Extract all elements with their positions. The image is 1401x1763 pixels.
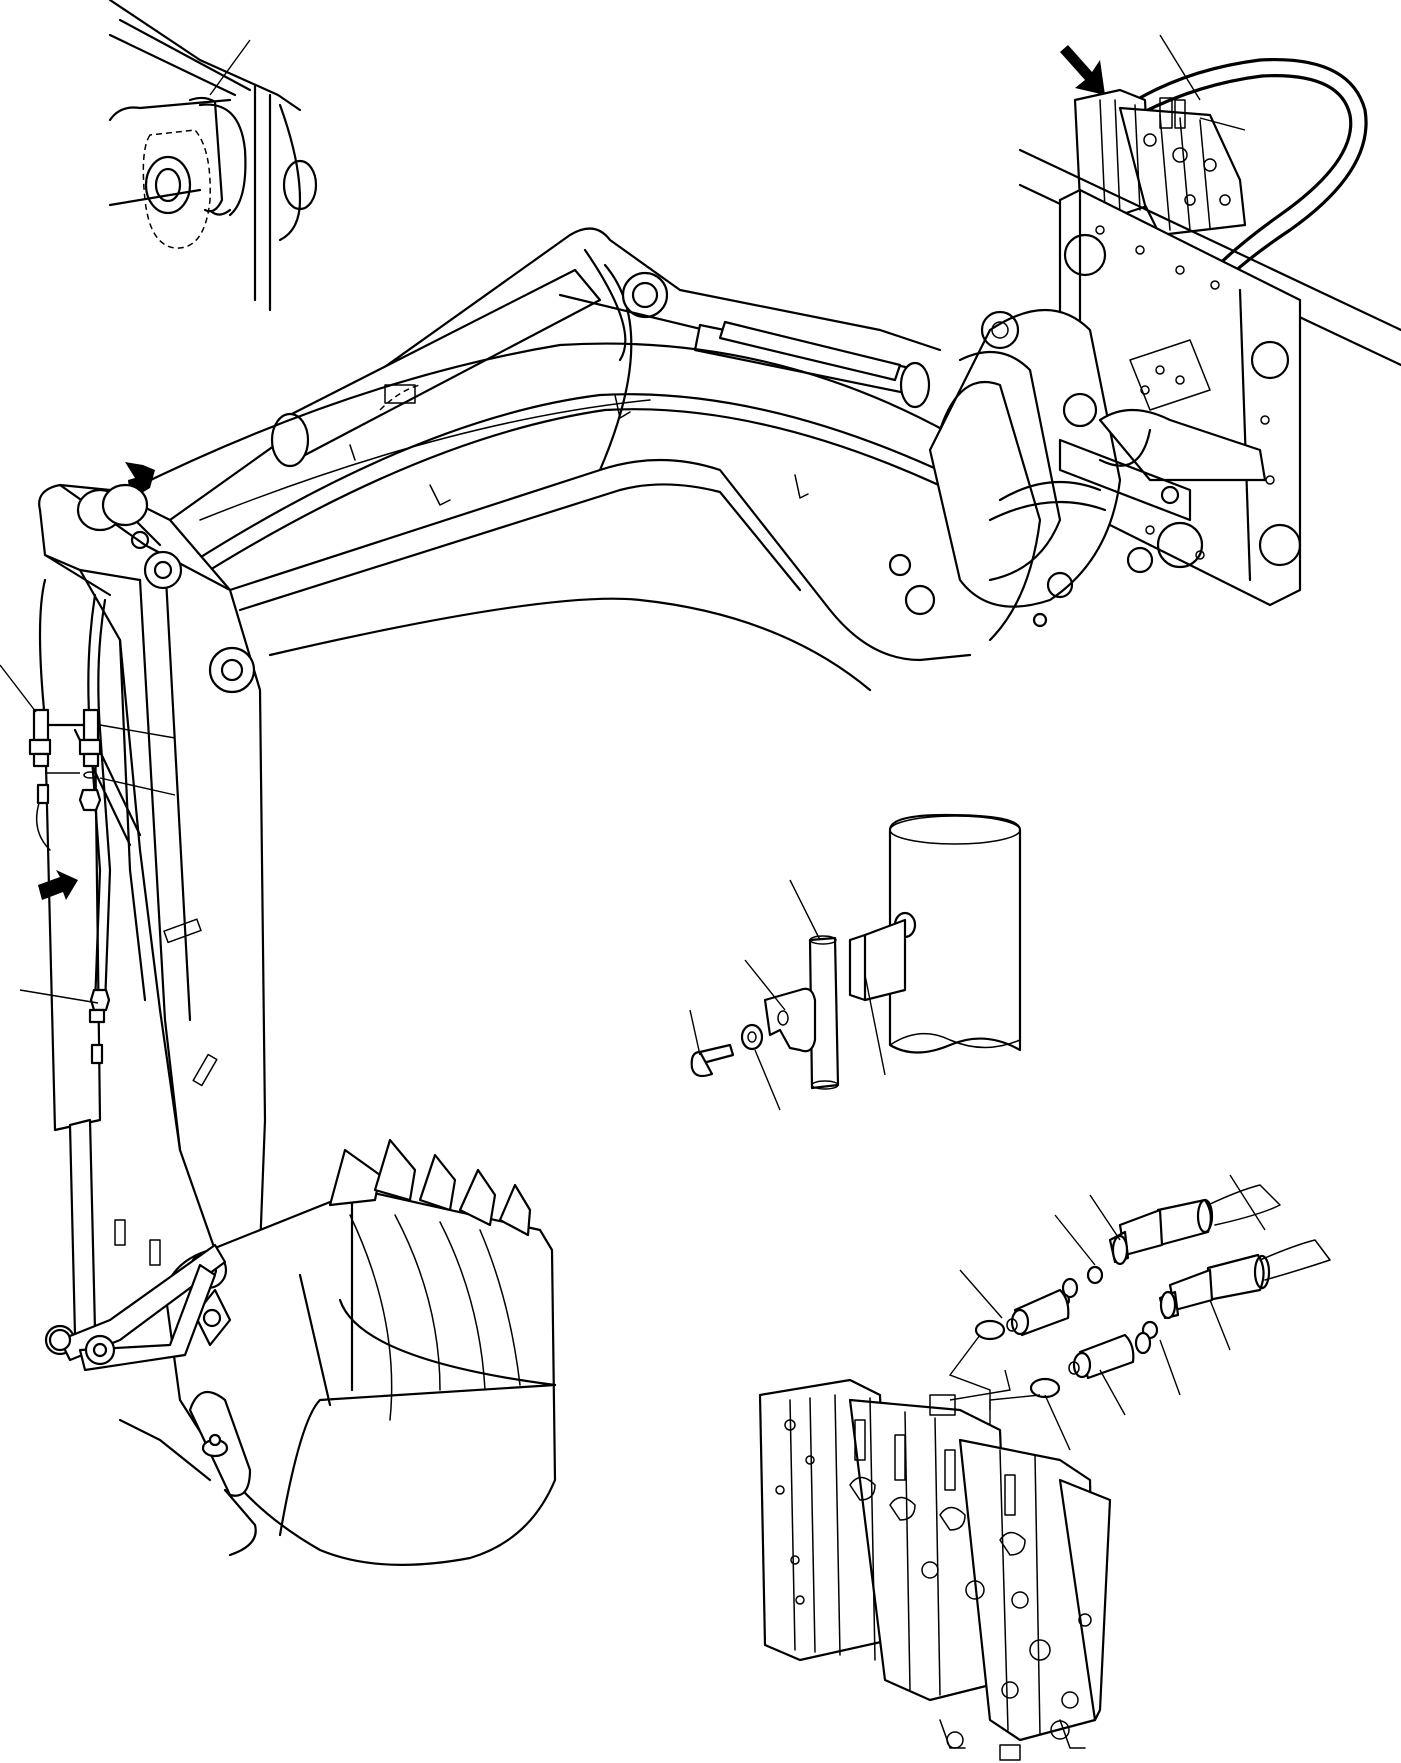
fitting-detail-view (950, 1175, 1330, 1450)
arrow-indicator-arm-lower (38, 870, 78, 900)
detail-inset-boom-foot (110, 0, 316, 310)
clamp-detail-view (690, 815, 1020, 1110)
control-valve-detail (760, 1370, 1110, 1760)
swing-bracket-assembly (890, 150, 1401, 640)
bucket-assembly (50, 1140, 555, 1565)
arrow-indicator-top-right (1060, 45, 1105, 95)
boom-assembly (120, 229, 1010, 690)
top-right-valve-assembly (1060, 35, 1366, 340)
arm-hose-fittings (0, 665, 175, 1063)
arm-assembly (37, 462, 265, 1354)
